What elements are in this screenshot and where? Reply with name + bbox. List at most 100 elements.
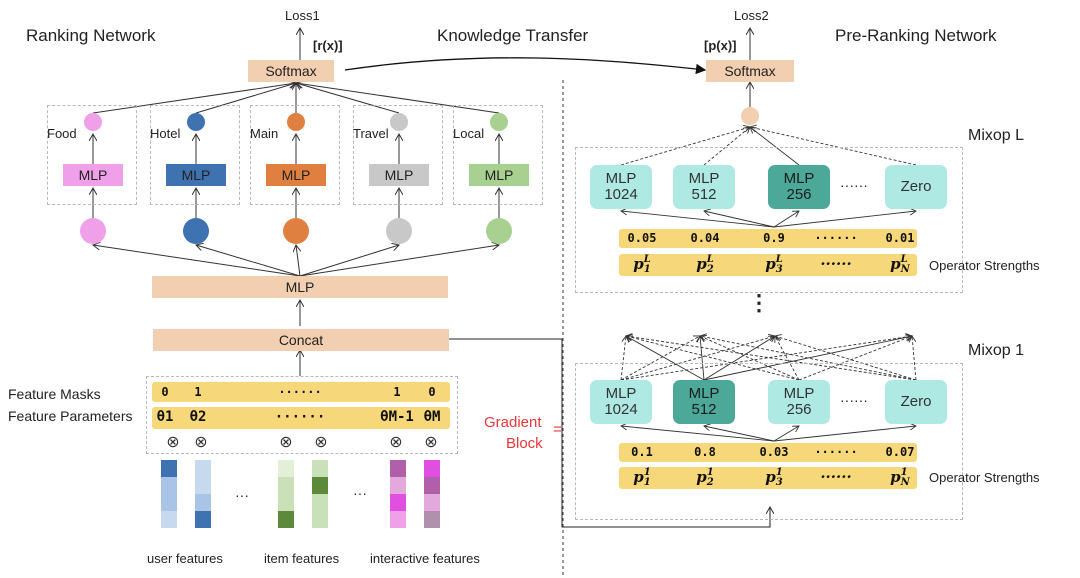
feature-parameters-label: Feature Parameters xyxy=(8,408,133,424)
user-ellipsis: ··· xyxy=(235,487,249,503)
operator-strength-values-bar xyxy=(619,443,917,462)
symbol-subscript: 2 xyxy=(706,264,714,275)
embedding-cell xyxy=(278,494,294,511)
tower-mlp-box: MLP xyxy=(469,164,529,186)
tower-input-node xyxy=(183,218,209,244)
feature-parameter: θ1 xyxy=(156,409,174,425)
mlp-to-tower-link xyxy=(196,245,301,277)
operator-strengths-label: Operator Strengths xyxy=(929,258,1040,273)
operator-strength-values-bar xyxy=(619,229,917,248)
symbol-base: p xyxy=(765,468,776,486)
operator-ellipsis: ······ xyxy=(840,392,868,408)
tower-label: Main xyxy=(250,126,279,141)
tower-label: Food xyxy=(47,126,77,141)
tower-panel xyxy=(150,105,240,205)
tower-panel xyxy=(453,105,543,205)
symbol-base: p xyxy=(696,255,707,273)
tower-panel xyxy=(47,105,137,205)
tower-output-node xyxy=(490,113,508,131)
symbol-superscript: L xyxy=(775,254,783,265)
embedding-cell xyxy=(390,511,406,528)
preranking-softmax-box: Softmax xyxy=(706,60,794,82)
ranking-output-label: [r(x)] xyxy=(313,38,343,53)
embedding-cell xyxy=(161,477,177,494)
symbol-superscript: 1 xyxy=(900,467,908,478)
operator-name: MLP xyxy=(688,385,720,402)
multiply-icon: ⊗ xyxy=(194,434,208,451)
operator-strength-value: 0.04 xyxy=(690,231,720,245)
multiply-icon: ⊗ xyxy=(166,434,180,451)
feature-embedding-column xyxy=(195,460,211,528)
tower-label: Travel xyxy=(353,126,389,141)
symbol-superscript: L xyxy=(706,254,714,265)
operator-strength-value: 0.1 xyxy=(631,445,653,459)
embedding-cell xyxy=(424,494,440,511)
tower-input-node xyxy=(486,218,512,244)
embedding-cell xyxy=(312,511,328,528)
symbol-subscript: 3 xyxy=(775,264,783,275)
operator-ellipsis: ······ xyxy=(840,177,868,193)
embedding-cell xyxy=(390,460,406,477)
embedding-cell xyxy=(161,511,177,528)
multiply-icon: ⊗ xyxy=(389,434,403,451)
loss1-label: Loss1 xyxy=(285,8,320,23)
symbol-subscript: 3 xyxy=(775,477,783,488)
concat-box: Concat xyxy=(153,329,449,351)
tower-mlp-box: MLP xyxy=(166,164,226,186)
tower-input-node xyxy=(80,218,106,244)
feature-embedding-column xyxy=(278,460,294,528)
operator-strength-value: 0.01 xyxy=(885,231,915,245)
mixop-panel xyxy=(575,147,963,293)
tower-input-node xyxy=(386,218,412,244)
feature-parameter: θM xyxy=(423,409,441,425)
vertical-ellipsis: ⋮ xyxy=(748,290,770,315)
symbol-subscript: 1 xyxy=(643,477,651,488)
embedding-cell xyxy=(424,511,440,528)
ranking-network-title: Ranking Network xyxy=(26,26,156,45)
embedding-cell xyxy=(195,460,211,477)
operator-strength-value: 0.8 xyxy=(694,445,716,459)
embedding-cell xyxy=(312,477,328,494)
operator-strength-value: 0.9 xyxy=(763,231,785,245)
symbol-superscript: 1 xyxy=(775,467,783,478)
symbol-subscript: N xyxy=(900,477,910,488)
operator-strength-symbol: ······ xyxy=(820,468,851,486)
operator-strength-value: ······ xyxy=(814,231,858,245)
mlp-to-tower-link xyxy=(296,245,300,277)
embedding-cell xyxy=(195,511,211,528)
feature-mask-value: ······ xyxy=(278,385,322,399)
embedding-cell xyxy=(195,494,211,511)
ranking-softmax-box: Softmax xyxy=(248,60,334,82)
symbol-superscript: L xyxy=(900,254,908,265)
tower-mlp-box: MLP xyxy=(369,164,429,186)
symbol-base: p xyxy=(633,468,644,486)
embedding-cell xyxy=(390,477,406,494)
symbol-superscript: 1 xyxy=(643,467,651,478)
mlp-to-tower-link xyxy=(93,245,301,277)
tower-panel xyxy=(250,105,340,205)
feature-embedding-column xyxy=(424,460,440,528)
embedding-cell xyxy=(195,477,211,494)
embedding-cell xyxy=(278,511,294,528)
operator-name: MLP xyxy=(783,385,815,402)
embedding-cell xyxy=(161,494,177,511)
symbol-base: p xyxy=(765,255,776,273)
symbol-base: p xyxy=(696,468,707,486)
feature-mask-value: 1 xyxy=(393,385,401,399)
operator-strength-value: 0.03 xyxy=(759,445,789,459)
tower-mlp-box: MLP xyxy=(63,164,123,186)
mlp-to-tower-link xyxy=(299,245,399,277)
gradient-block-line1: Gradient xyxy=(484,414,542,431)
operator-size: 1024 xyxy=(604,401,638,418)
operator-size: 256 xyxy=(786,186,812,203)
gradient-block-line2: Block xyxy=(506,435,543,452)
multiply-icon: ⊗ xyxy=(314,434,328,451)
preranking-network-title: Pre-Ranking Network xyxy=(835,26,997,45)
feature-embedding-column xyxy=(390,460,406,528)
